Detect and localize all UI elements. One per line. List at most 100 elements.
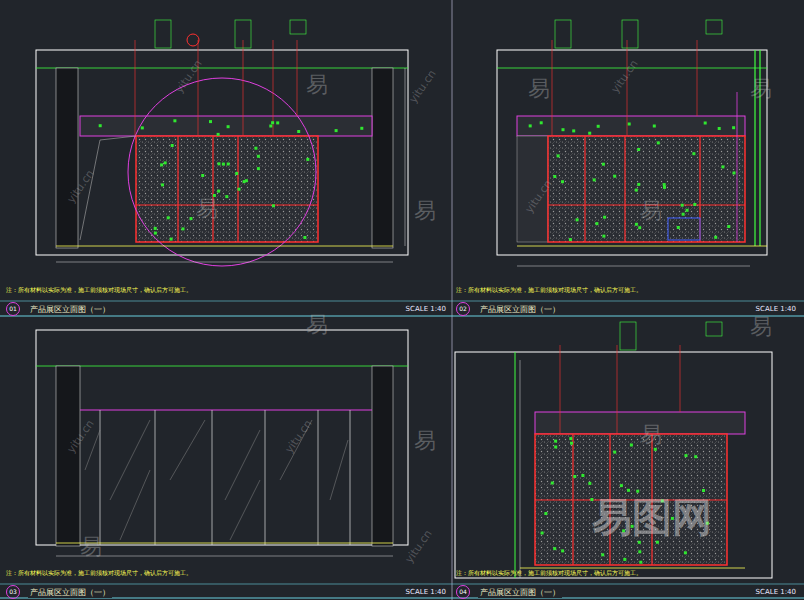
callout-dot (99, 124, 102, 127)
callout-dot (335, 129, 338, 132)
watermark: 易 (306, 70, 328, 100)
callout-dot (686, 209, 689, 212)
callout-dot (603, 216, 606, 219)
watermark: 易 (750, 74, 772, 104)
watermark: yitu.cn (403, 527, 435, 565)
watermark: 易 (414, 426, 436, 456)
callout-dot (588, 482, 591, 485)
watermark: 易 (528, 74, 550, 104)
callout-dot (684, 551, 687, 554)
callout-dot (269, 125, 272, 128)
callout-dot (638, 226, 641, 229)
callout-dots (99, 119, 736, 563)
callout-dot (303, 236, 306, 239)
callout-dot (569, 437, 572, 440)
callout-dot (541, 532, 544, 535)
scale-label: SCALE 1:40 (756, 305, 796, 313)
callout-dot (306, 158, 309, 161)
callout-dot (217, 133, 220, 136)
callout-dot (636, 490, 639, 493)
watermark: 易 (640, 420, 662, 450)
callout-dot (554, 446, 557, 449)
callout-dot (551, 482, 554, 485)
callout-dot (171, 144, 174, 147)
callout-dot (557, 154, 560, 157)
callout-dot (201, 174, 204, 177)
note-text: 注：所有材料以实际为准，施工前须核对现场尺寸，确认后方可施工。 (456, 569, 642, 578)
watermark: yitu.cn (609, 57, 641, 95)
callout-dot (227, 163, 230, 166)
callout-dot (235, 172, 238, 175)
callout-dot (561, 180, 564, 183)
callout-dot (257, 155, 260, 158)
note-text: 注：所有材料以实际为准，施工前须核对现场尺寸，确认后方可施工。 (6, 569, 192, 578)
callout-dot (627, 489, 630, 492)
view-title: 产品展区立面图（一） (28, 304, 112, 315)
callout-dot (238, 188, 241, 191)
callout-dot (227, 125, 230, 128)
note-text: 注：所有材料以实际为准，施工前须核对现场尺寸，确认后方可施工。 (456, 286, 642, 295)
callout-dot (544, 512, 547, 515)
callout-dot (657, 141, 660, 144)
watermark: 易 (196, 194, 218, 224)
callout-dot (685, 454, 688, 457)
callout-dot (167, 216, 170, 219)
view-number: 03 (6, 585, 20, 599)
callout-dot (154, 227, 157, 230)
callout-dot (638, 550, 641, 553)
callout-dot (702, 489, 705, 492)
view-number: 02 (456, 302, 470, 316)
callout-dot (553, 547, 556, 550)
callout-dot (225, 195, 228, 198)
title-bar: 02 产品展区立面图（一） SCALE 1:40 (456, 302, 796, 316)
view-title: 产品展区立面图（一） (478, 587, 562, 598)
callout-dot (681, 204, 684, 207)
watermark: 易 (414, 196, 436, 226)
callout-dot (620, 484, 623, 487)
view-title: 产品展区立面图（一） (478, 304, 562, 315)
callout-dot (245, 179, 248, 182)
callout-dot (597, 125, 600, 128)
watermark: 易 (640, 196, 662, 226)
callout-dot (693, 203, 696, 206)
callout-dot (656, 541, 659, 544)
callout-dot (576, 218, 579, 221)
view-title: 产品展区立面图（一） (28, 587, 112, 598)
callout-dot (570, 442, 573, 445)
callout-dot (704, 122, 707, 125)
callout-dot (360, 127, 363, 130)
callout-dot (573, 475, 576, 478)
callout-dot (190, 217, 193, 220)
callout-dot (160, 163, 163, 166)
callout-dot (141, 126, 144, 129)
callout-dot (677, 226, 680, 229)
callout-dot (593, 178, 596, 181)
title-bar: 04产品展区立面图（一）SCALE 1:40 (456, 585, 796, 599)
callout-dot (254, 147, 257, 150)
callout-dot (682, 213, 685, 216)
watermark: 易 (306, 310, 328, 340)
callout-dot (569, 238, 572, 241)
callout-dot (602, 235, 605, 238)
callout-dot (635, 223, 638, 226)
callout-dot (721, 165, 724, 168)
callout-dot (727, 225, 730, 228)
callout-dot (595, 222, 598, 225)
callout-dot (217, 190, 220, 193)
callout-dot (637, 148, 640, 151)
callout-dot (553, 175, 556, 178)
callout-dot (182, 227, 185, 230)
callout-dot (588, 132, 591, 135)
callout-dot (602, 163, 605, 166)
callout-dot (663, 183, 666, 186)
scale-label: SCALE 1:40 (406, 588, 446, 596)
callout-dot (164, 161, 167, 164)
callout-dot (529, 124, 532, 127)
callout-dot (639, 561, 642, 564)
callout-dot (635, 189, 638, 192)
callout-dot (601, 553, 604, 556)
note-text: 注：所有材料以实际为准，施工前须核对现场尺寸，确认后方可施工。 (6, 286, 192, 295)
callout-dot (653, 125, 656, 128)
watermark: 易图网 (592, 490, 712, 545)
